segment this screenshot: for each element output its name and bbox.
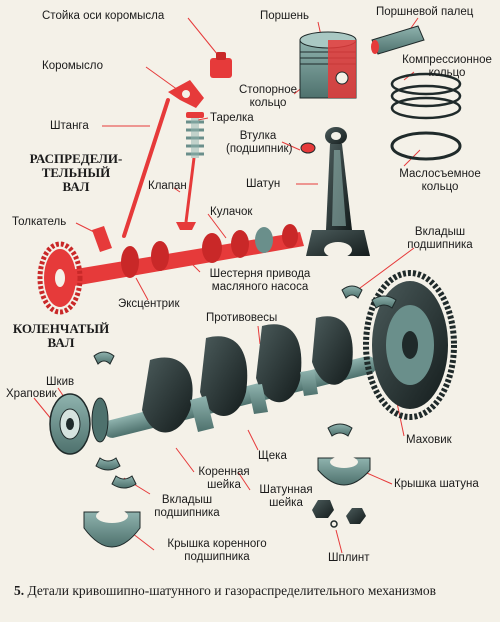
- main-cap-part: [83, 509, 141, 548]
- caption-number: 5.: [14, 583, 25, 598]
- label-cotter-pin: Шплинт: [328, 552, 370, 564]
- tappet-part: [92, 226, 112, 252]
- label-flywheel: Маховик: [406, 434, 452, 446]
- bearing-shells-part: [93, 285, 397, 489]
- label-main-cap: Крышка коренного подшипника: [167, 538, 267, 563]
- flywheel-part: [363, 270, 457, 420]
- rod-cap-part: [317, 456, 371, 486]
- camshaft-gear-part: [37, 241, 83, 315]
- label-piston-pin: Поршневой палец: [376, 6, 474, 18]
- bushing-part: [300, 142, 316, 154]
- label-ratchet: Храповик: [6, 388, 57, 400]
- label-bearing-shells: Вкладыш подшипника: [407, 226, 473, 251]
- piston-pin-part: [371, 25, 425, 55]
- piston-rings-part: [390, 72, 462, 161]
- label-rocker-arm: Коромысло: [42, 60, 104, 72]
- connecting-rod-part: [306, 127, 370, 258]
- camshaft-part: [70, 224, 304, 286]
- crankshaft-part: [103, 316, 377, 438]
- label-rocker-axle-post: Стойка оси коромысла: [42, 10, 165, 22]
- label-counterweights: Противовесы: [206, 312, 278, 324]
- label-cheek: Щека: [258, 450, 287, 462]
- label-eccentric: Эксцентрик: [118, 298, 180, 310]
- nuts-part: [312, 500, 366, 528]
- leader-lines: [33, 17, 421, 554]
- label-oil-ring: Маслосъемное кольцо: [399, 168, 481, 193]
- label-valve: Клапан: [148, 180, 187, 192]
- label-bearing-shell-bottom: Вкладыш подшипника: [154, 494, 220, 519]
- label-retaining-ring: Стопорное кольцо: [239, 84, 297, 109]
- caption-text: Детали кривошипно-шатунного и газораспре…: [27, 583, 437, 598]
- label-rod-journal: Шатунная шейка: [259, 484, 313, 509]
- piston-part: [299, 31, 357, 99]
- figure-caption: 5. Детали кривошипно-шатунного и газорас…: [14, 583, 494, 598]
- rocker-post-part: [210, 52, 232, 78]
- label-cam: Кулачок: [210, 206, 253, 218]
- label-rod-cap: Крышка шатуна: [394, 478, 479, 490]
- label-tappet: Толкатель: [12, 216, 67, 228]
- valve-part: [176, 157, 196, 230]
- section-title-crankshaft: КОЛЕНЧАТЫЙ ВАЛ: [12, 321, 110, 350]
- label-pushrod: Штанга: [50, 120, 89, 132]
- label-bushing: Втулка (подшипник): [226, 130, 293, 155]
- label-compression-ring: Компрессионное кольцо: [402, 54, 492, 79]
- label-piston: Поршень: [260, 10, 310, 22]
- rocker-arm-part: [168, 80, 204, 108]
- section-title-camshaft: РАСПРЕДЕЛИ- ТЕЛЬНЫЙ ВАЛ: [29, 151, 123, 194]
- pulley-part: [49, 393, 109, 455]
- label-main-journal: Коренная шейка: [198, 466, 250, 491]
- label-pulley: Шкив: [46, 376, 75, 388]
- label-oil-pump-gear: Шестерня привода масляного насоса: [209, 268, 311, 293]
- label-connecting-rod: Шатун: [246, 178, 281, 190]
- valve-spring-part: [186, 112, 204, 158]
- label-spring-plate: Тарелка: [210, 112, 254, 124]
- pushrod-part: [122, 98, 170, 238]
